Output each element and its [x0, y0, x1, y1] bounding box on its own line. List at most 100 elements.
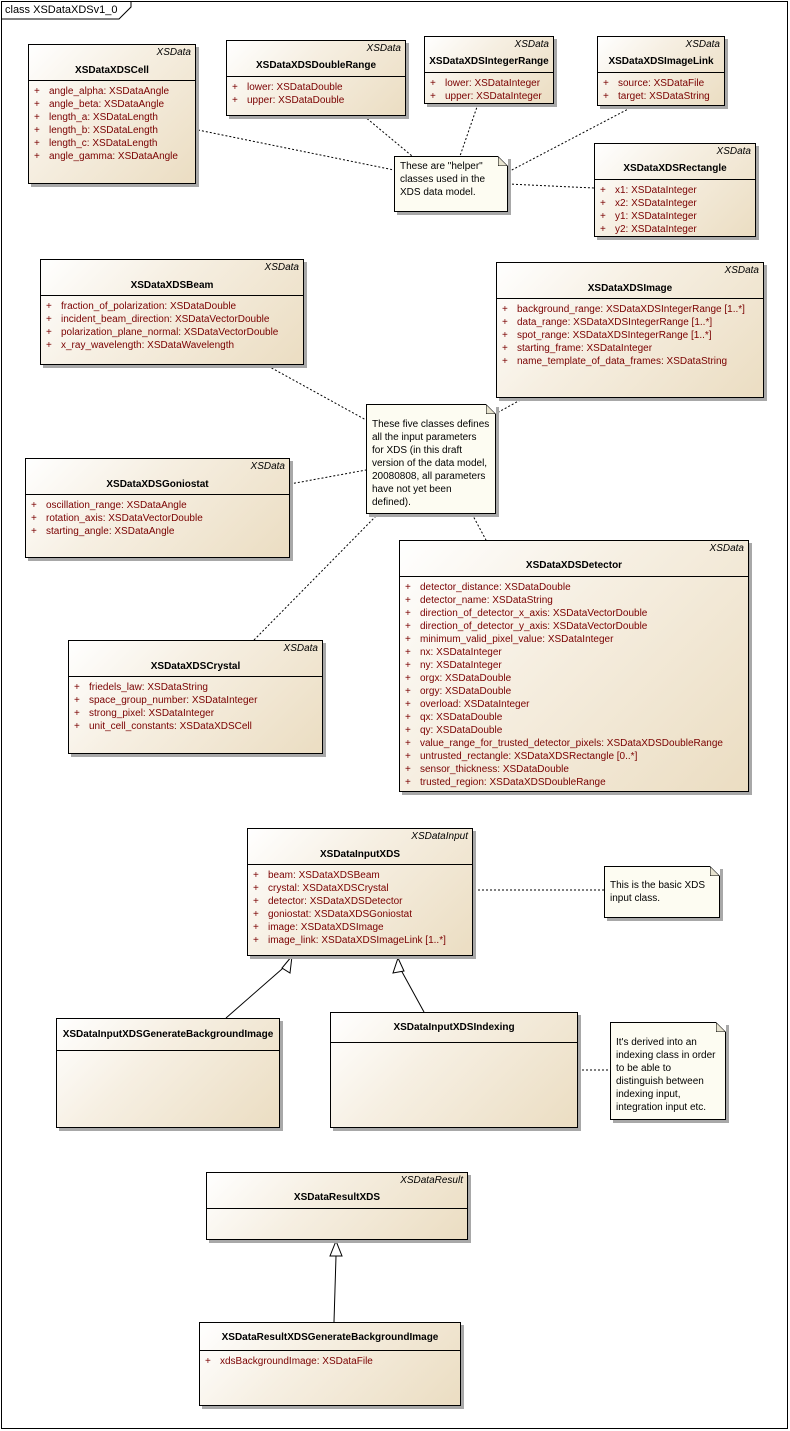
attribute: +image: XSDataXDSImage — [253, 922, 384, 933]
note-line: indexing input, — [616, 1089, 681, 1100]
class-xsdataxdsimagelink[interactable]: XSData XSDataXDSImageLink +source: XSDat… — [597, 36, 725, 106]
attribute-list: +oscillation_range: XSDataAngle +rotatio… — [26, 495, 289, 538]
stereotype-label: XSDataInput — [411, 831, 468, 842]
note-line: XDS data model. — [400, 187, 476, 198]
attribute: +angle_gamma: XSDataAngle — [34, 151, 178, 162]
attribute-list: +x1: XSDataInteger +x2: XSDataInteger +y… — [595, 180, 755, 236]
class-xsdataxdsintegerrange[interactable]: XSData XSDataXDSIntegerRange +lower: XSD… — [424, 36, 554, 104]
attribute: +orgy: XSDataDouble — [405, 686, 512, 697]
stereotype-label: XSData — [724, 265, 759, 276]
class-name: XSDataXDSCell — [75, 65, 149, 76]
attribute: +x1: XSDataInteger — [600, 185, 697, 196]
note-line: These are "helper" — [400, 161, 483, 172]
class-name: XSDataXDSDoubleRange — [255, 60, 377, 71]
attribute: +xdsBackgroundImage: XSDataFile — [205, 1356, 373, 1367]
attribute: +y2: XSDataInteger — [600, 224, 697, 235]
attribute: +angle_beta: XSDataAngle — [34, 99, 165, 110]
attribute: +space_group_number: XSDataInteger — [74, 695, 258, 706]
attribute-list: +xdsBackgroundImage: XSDataFile — [200, 1351, 460, 1368]
class-name: XSDataInputXDSIndexing — [393, 1022, 515, 1033]
frame-tab-shape — [1, 1, 132, 20]
attribute: +overload: XSDataInteger — [405, 699, 530, 710]
class-xsdataxdsbeam[interactable]: XSData XSDataXDSBeam +fraction_of_polari… — [40, 259, 304, 365]
class-xsdataresultxds[interactable]: XSDataResult XSDataResultXDS — [206, 1172, 468, 1240]
note-line: to be able to — [616, 1063, 672, 1074]
stereotype-label: XSData — [709, 543, 744, 554]
note-link-doublerange — [363, 115, 413, 157]
stereotype-label: XSData — [156, 47, 191, 58]
stereotype-label: XSDataResult — [400, 1175, 463, 1186]
class-name: XSDataXDSGoniostat — [106, 479, 209, 490]
class-xsdatainputxdsgeneratebackgroundimage[interactable]: XSDataInputXDSGenerateBackgroundImage — [56, 1018, 280, 1128]
note-fold-icon — [498, 156, 508, 166]
generalization-arrow-genbg — [281, 954, 293, 974]
class-xsdatainputxdsindexing[interactable]: XSDataInputXDSIndexing — [330, 1012, 578, 1128]
attribute: +untrusted_rectangle: XSDataXDSRectangle… — [405, 751, 638, 762]
note-line: integration input etc. — [616, 1102, 707, 1113]
attribute: +angle_alpha: XSDataAngle — [34, 86, 170, 97]
class-name: XSDataXDSRectangle — [623, 163, 727, 174]
class-xsdataxdsgoniostat[interactable]: XSData XSDataXDSGoniostat +oscillation_r… — [25, 458, 290, 558]
class-name: XSDataXDSImage — [587, 283, 673, 294]
class-name: XSDataXDSImageLink — [608, 56, 714, 67]
note-link-goniostat — [289, 469, 367, 485]
attribute: +lower: XSDataInteger — [430, 78, 541, 89]
generalization-arrow-indexing — [392, 956, 405, 974]
attribute: +y1: XSDataInteger — [600, 211, 697, 222]
note-line: It's derived into an — [616, 1037, 697, 1048]
attribute: +length_c: XSDataLength — [34, 138, 158, 149]
class-xsdataxdsdoublerange[interactable]: XSData XSDataXDSDoubleRange +lower: XSDa… — [226, 40, 406, 116]
attribute-list: +lower: XSDataInteger +upper: XSDataInte… — [425, 73, 553, 103]
attribute: +detector_distance: XSDataDouble — [405, 582, 571, 593]
note-line: 20080808, all parameters — [372, 471, 486, 482]
note-line: This is the basic XDS — [610, 880, 706, 891]
attribute: +incident_beam_direction: XSDataVectorDo… — [46, 314, 270, 325]
class-xsdataxdsrectangle[interactable]: XSData XSDataXDSRectangle +x1: XSDataInt… — [594, 143, 756, 237]
generalization-resultgenbg — [333, 1255, 337, 1323]
attribute: +upper: XSDataInteger — [430, 91, 542, 102]
note-line: indexing class in order — [616, 1050, 716, 1061]
attribute: +friedels_law: XSDataString — [74, 682, 208, 693]
attribute: +crystal: XSDataXDSCrystal — [253, 883, 389, 894]
note-link-crystal — [253, 513, 379, 641]
class-xsdataxdsimage[interactable]: XSData XSDataXDSImage +background_range:… — [496, 262, 764, 398]
diagram-frame-title: class XSDataXDSv1_0 — [5, 4, 118, 16]
attribute: +ny: XSDataInteger — [405, 660, 502, 671]
attribute-list: +lower: XSDataDouble +upper: XSDataDoubl… — [227, 77, 405, 107]
attribute: +starting_angle: XSDataAngle — [31, 526, 175, 537]
attribute: +lower: XSDataDouble — [232, 82, 343, 93]
attribute: +qy: XSDataDouble — [405, 725, 503, 736]
attribute-list: +friedels_law: XSDataString +space_group… — [69, 677, 322, 733]
note-line: have not yet been — [372, 484, 452, 495]
note-line: classes used in the — [400, 174, 486, 185]
note-fold-icon — [710, 866, 720, 876]
note-line: version of the data model, — [372, 458, 488, 469]
class-name: XSDataXDSCrystal — [150, 661, 241, 672]
attribute: +sensor_thickness: XSDataDouble — [405, 764, 569, 775]
note-derived-indexing: It's derived into an indexing class in o… — [610, 1022, 726, 1120]
attribute: +polarization_plane_normal: XSDataVector… — [46, 327, 279, 338]
class-xsdataresultxdsgeneratebackgroundimage[interactable]: XSDataResultXDSGenerateBackgroundImage +… — [199, 1322, 461, 1406]
stereotype-label: XSData — [250, 461, 285, 472]
attribute: +direction_of_detector_x_axis: XSDataVec… — [405, 608, 648, 619]
class-xsdataxdscrystal[interactable]: XSData XSDataXDSCrystal +friedels_law: X… — [68, 640, 323, 754]
attribute: +data_range: XSDataXDSIntegerRange [1..*… — [502, 317, 713, 328]
class-xsdataxdscell[interactable]: XSData XSDataXDSCell +angle_alpha: XSDat… — [28, 44, 196, 184]
attribute: +minimum_valid_pixel_value: XSDataIntege… — [405, 634, 614, 645]
class-xsdatainputxds[interactable]: XSDataInput XSDataInputXDS +beam: XSData… — [247, 828, 473, 956]
attribute: +length_b: XSDataLength — [34, 125, 158, 136]
note-five-classes: These five classes defines all the input… — [366, 404, 496, 514]
attribute-list: +fraction_of_polarization: XSDataDouble … — [41, 296, 303, 352]
attribute: +length_a: XSDataLength — [34, 112, 158, 123]
stereotype-label: XSData — [366, 43, 401, 54]
class-name: XSDataInputXDS — [319, 849, 400, 860]
note-link-detector — [471, 513, 487, 541]
attribute: +value_range_for_trusted_detector_pixels… — [405, 738, 723, 749]
attribute: +trusted_region: XSDataXDSDoubleRange — [405, 777, 606, 788]
attribute: +strong_pixel: XSDataInteger — [74, 708, 215, 719]
stereotype-label: XSData — [685, 39, 720, 50]
attribute-list: +source: XSDataFile +target: XSDataStrin… — [598, 73, 724, 103]
class-xsdataxdsdetector[interactable]: XSData XSDataXDSDetector +detector_dista… — [399, 540, 749, 792]
note-fold-icon — [716, 1022, 726, 1032]
